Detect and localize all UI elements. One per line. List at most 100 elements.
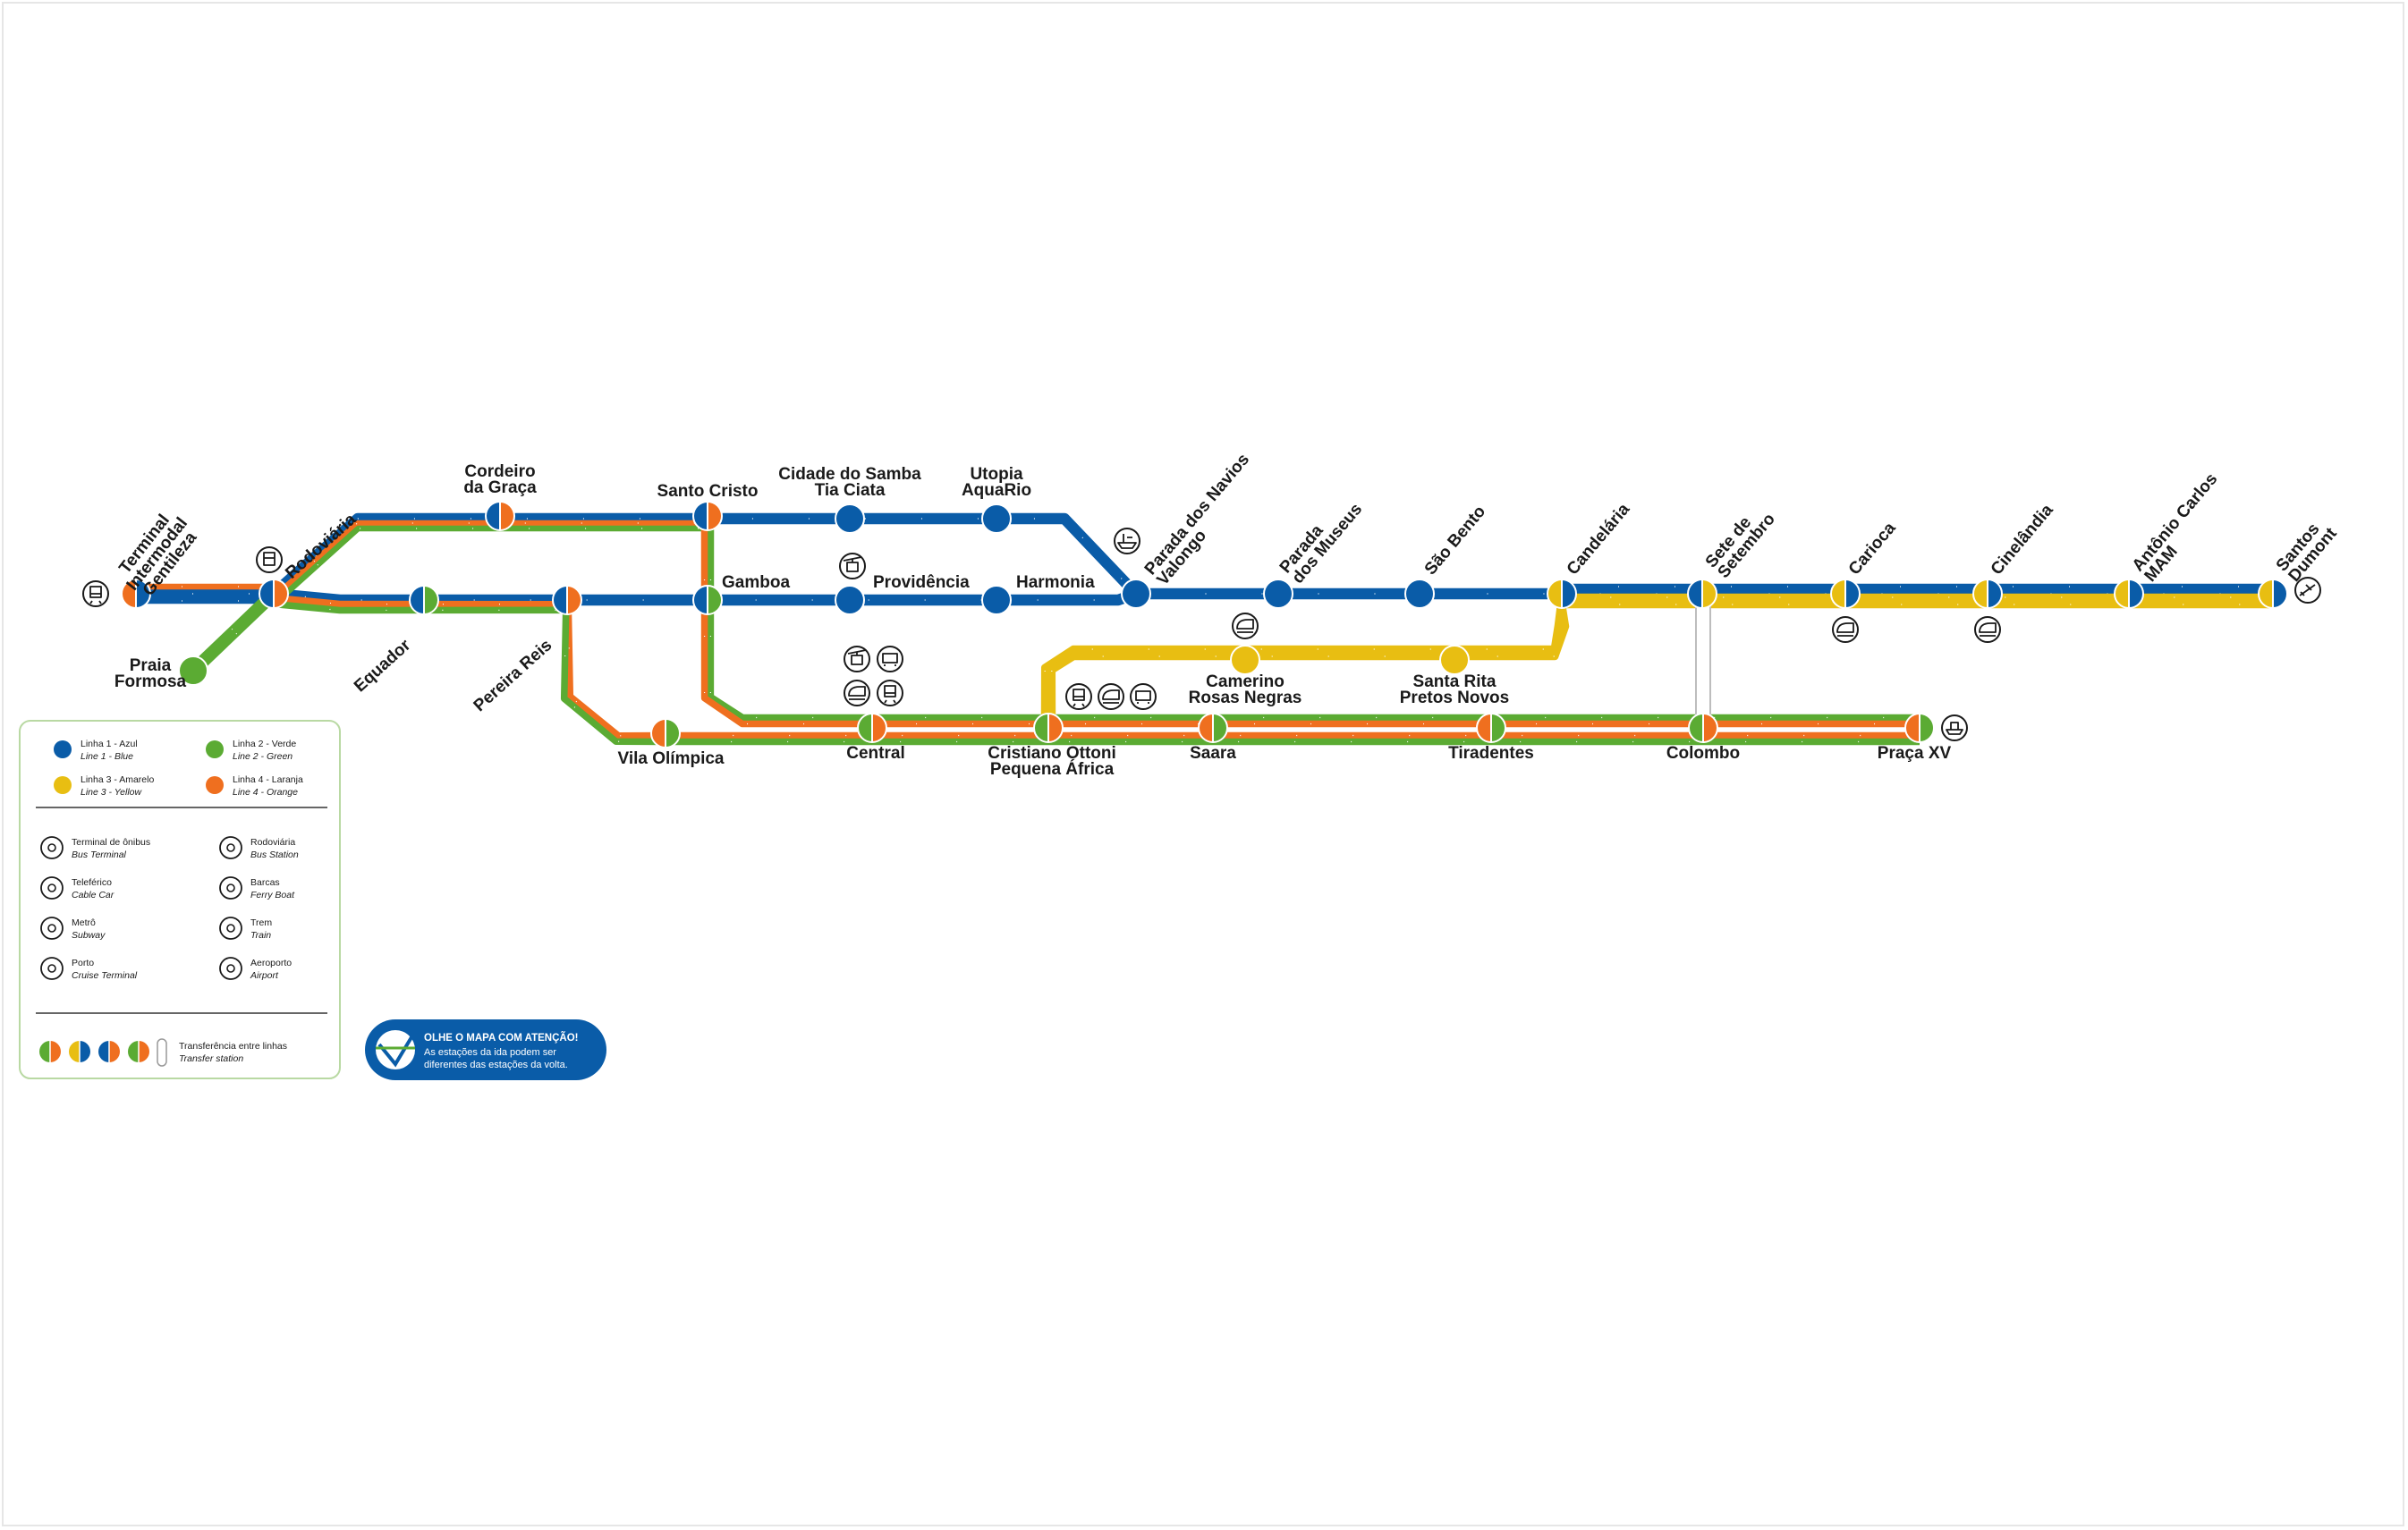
legend-service-name: Trem — [250, 917, 272, 928]
station-label-line: Cristiano Ottoni — [988, 744, 1116, 763]
station-label: Vila Olímpica — [618, 749, 725, 768]
station-label: Santo Cristo — [657, 482, 759, 501]
station-providencia[interactable]: Providência — [835, 573, 970, 615]
station-label-line: Rosas Negras — [1189, 689, 1302, 707]
line-2-4-lower — [273, 594, 1920, 746]
station-marker — [1404, 579, 1435, 609]
legend-line-en: Line 4 - Orange — [233, 787, 298, 798]
station-label-line: Santo Cristo — [657, 482, 759, 501]
station-marker — [178, 655, 208, 686]
station-saara[interactable]: Saara — [1190, 713, 1236, 763]
station-colombo[interactable]: Colombo — [1666, 713, 1740, 763]
station-marker-left — [410, 586, 424, 614]
station-label-line: Praça XV — [1878, 744, 1952, 763]
station-santo-cristo[interactable]: Santo Cristo — [657, 482, 759, 531]
legend-transfer-name: Transferência entre linhas — [179, 1041, 287, 1052]
station-marker-left — [1689, 714, 1703, 742]
station-label-line: Formosa — [114, 672, 187, 691]
legend-swatch — [206, 740, 224, 758]
station-marker-right — [500, 502, 514, 530]
station-label: Sete deSetembro — [1702, 500, 1779, 582]
line-2-4-santo-stripe — [707, 522, 1920, 722]
station-parada-navios[interactable]: Parada dos NaviosValongo — [1121, 450, 1266, 609]
route-lines — [125, 512, 2273, 746]
station-marker — [1230, 645, 1260, 675]
legend-line-en: Line 2 - Green — [233, 751, 293, 762]
station-label-line: Central — [846, 744, 904, 763]
bus-terminal-icon — [877, 646, 903, 672]
line-3-yellow-chevrons — [1044, 596, 2273, 729]
station-marker-right — [708, 502, 722, 530]
station-marker-right — [1845, 579, 1860, 608]
station-gamboa[interactable]: Gamboa — [692, 573, 790, 615]
station-label-line: Equador — [351, 636, 415, 697]
notice-banner: OLHE O MAPA COM ATENÇÃO! As estações da … — [365, 1019, 606, 1080]
legend-line-name: Linha 2 - Verde — [233, 739, 296, 749]
legend-transfer-connector-icon — [157, 1038, 167, 1067]
cable-car-icon — [844, 646, 870, 672]
station-marker-right — [1702, 579, 1717, 608]
station-label-line: Santa Rita — [1413, 672, 1497, 691]
station-marker-right — [872, 714, 886, 742]
station-label-line: Cordeiro — [464, 462, 535, 481]
station-label-line: Camerino — [1206, 672, 1285, 691]
station-marker — [1263, 579, 1293, 609]
bus-station-icon — [256, 546, 283, 573]
station-vila-olimpica[interactable]: Vila Olímpica — [618, 718, 725, 768]
line-2-praia-stripe — [189, 588, 275, 672]
legend-swatch — [206, 776, 224, 794]
station-marker-left — [1547, 579, 1562, 608]
subway-icon — [1232, 613, 1259, 639]
station-label-line: Rodoviária — [282, 510, 360, 583]
station-label: Carioca — [1845, 519, 1900, 579]
line-2-praia — [189, 588, 278, 676]
legend-service-name: Barcas — [250, 877, 280, 888]
station-label-line: Tiradentes — [1448, 744, 1534, 763]
legend-transfer-swatch — [128, 1041, 149, 1062]
line-2-4-santo-stripe — [700, 522, 1920, 728]
station-marker-left — [486, 502, 500, 530]
station-marker-left — [1199, 714, 1213, 742]
legend-line-name: Linha 1 - Azul — [81, 739, 138, 749]
station-marker-right — [666, 719, 680, 748]
legend-service-en: Subway — [72, 930, 106, 941]
legend-line-en: Line 1 - Blue — [81, 751, 133, 762]
station-label: Providência — [873, 573, 970, 592]
legend-service-en: Bus Station — [250, 850, 299, 860]
station-praca-xv[interactable]: Praça XV — [1878, 713, 1952, 763]
station-marker — [981, 503, 1012, 534]
station-harmonia[interactable]: Harmonia — [981, 573, 1095, 615]
station-label-line: São Bento — [1421, 503, 1489, 579]
station-marker-left — [2115, 579, 2129, 608]
station-marker-left — [553, 586, 567, 614]
station-tiradentes[interactable]: Tiradentes — [1448, 713, 1534, 763]
legend-service-en: Cable Car — [72, 890, 114, 900]
station-label-line: Praia — [130, 656, 172, 675]
subway-icon — [40, 917, 64, 940]
station-label-line: Utopia — [970, 465, 1023, 484]
station-label: Rodoviária — [282, 510, 360, 583]
legend-service-name: Porto — [72, 958, 94, 968]
station-central[interactable]: Central — [846, 713, 905, 763]
notice-text-1: As estações da ida podem ser — [424, 1047, 556, 1058]
